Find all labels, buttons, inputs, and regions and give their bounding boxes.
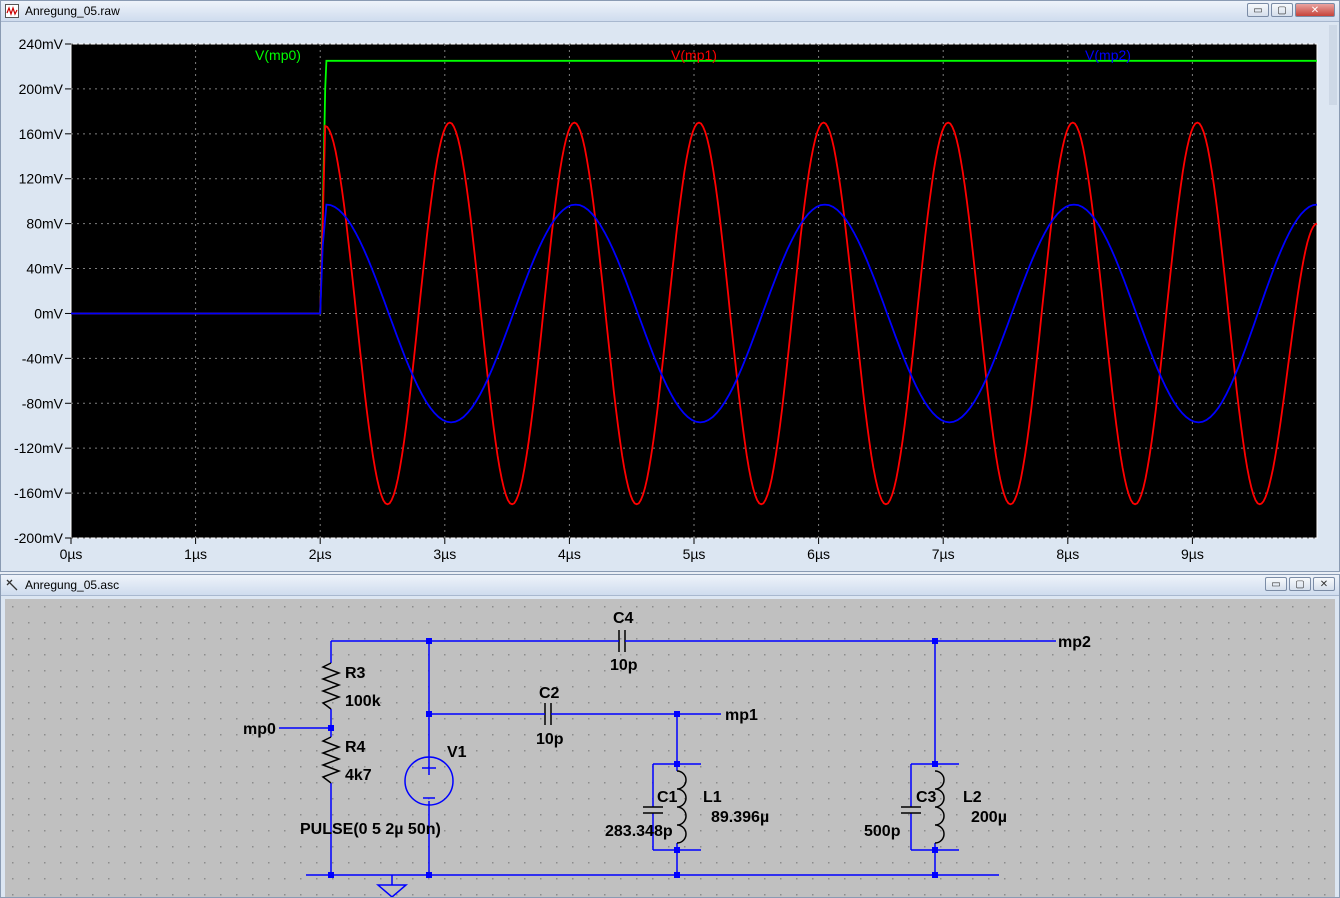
schematic-window-title: Anregung_05.asc: [25, 578, 120, 592]
net-label-mp2[interactable]: mp2: [1058, 634, 1091, 651]
waveform-window-title: Anregung_05.raw: [25, 4, 120, 18]
capacitor-c1-symbol[interactable]: [643, 806, 663, 814]
schematic-window[interactable]: Anregung_05.asc ▭ ▢ ✕: [0, 574, 1340, 898]
schematic-canvas[interactable]: mp0 mp1 mp2 R3 100k R4 4k7 V1 PULSE(0 5 …: [5, 599, 1335, 897]
x-tick-label: 6µs: [807, 546, 830, 562]
x-tick-label: 4µs: [558, 546, 581, 562]
restore-button[interactable]: ▢: [1271, 3, 1293, 17]
x-tick-label: 8µs: [1056, 546, 1079, 562]
c1-value[interactable]: 283.348p: [605, 823, 673, 840]
c2-name[interactable]: C2: [539, 685, 560, 702]
y-tick-label: 120mV: [19, 171, 64, 187]
r4-value[interactable]: 4k7: [345, 767, 372, 784]
r3-value[interactable]: 100k: [345, 693, 381, 710]
inductor-l1-symbol[interactable]: [676, 770, 687, 844]
c3-name[interactable]: C3: [916, 789, 937, 806]
y-tick-label: -160mV: [14, 485, 64, 501]
junction-dots: [328, 638, 938, 878]
waveform-titlebar[interactable]: Anregung_05.raw ▭ ▢ ✕: [1, 1, 1339, 22]
y-tick-label: 80mV: [26, 216, 63, 232]
resistor-r3-symbol[interactable]: [320, 662, 342, 710]
waveform-plot[interactable]: 240mV 200mV 160mV 120mV 80mV 40mV 0mV -40mV -80m…: [1, 22, 1339, 571]
legend-entry[interactable]: V(mp2): [1085, 47, 1131, 63]
c4-value[interactable]: 10p: [610, 657, 638, 674]
x-axis-ticks: 0µs 1µs 2µs 3µs 4µs 5µs 6µs 7µs 8µs 9µs: [60, 538, 1204, 562]
y-tick-label: -40mV: [22, 350, 64, 366]
minimize-button[interactable]: ▭: [1247, 3, 1269, 17]
y-tick-label: 160mV: [19, 126, 64, 142]
capacitor-c4-symbol[interactable]: [613, 630, 631, 652]
x-tick-label: 9µs: [1181, 546, 1204, 562]
y-tick-label: -200mV: [14, 530, 64, 546]
restore-button[interactable]: ▢: [1289, 577, 1311, 591]
legend-entry[interactable]: V(mp1): [671, 47, 717, 63]
minimize-button[interactable]: ▭: [1265, 577, 1287, 591]
y-tick-label: 240mV: [19, 36, 64, 52]
close-button[interactable]: ✕: [1313, 577, 1335, 591]
x-tick-label: 3µs: [433, 546, 456, 562]
x-tick-label: 5µs: [683, 546, 706, 562]
y-tick-label: 40mV: [26, 261, 63, 277]
resistor-r4-symbol[interactable]: [320, 736, 342, 784]
l2-value[interactable]: 200µ: [971, 809, 1007, 826]
y-tick-label: -80mV: [22, 395, 64, 411]
capacitor-c2-symbol[interactable]: [542, 703, 554, 725]
net-label-mp1[interactable]: mp1: [725, 707, 758, 724]
x-tick-label: 7µs: [932, 546, 955, 562]
close-button[interactable]: ✕: [1295, 3, 1335, 17]
r4-name[interactable]: R4: [345, 739, 366, 756]
trace-v-mp1[interactable]: [71, 121, 1318, 506]
v1-value[interactable]: PULSE(0 5 2µ 50n): [300, 821, 441, 838]
v1-name[interactable]: V1: [447, 744, 467, 761]
schematic-app-icon: [6, 579, 18, 591]
l1-value[interactable]: 89.396µ: [711, 809, 769, 826]
x-tick-label: 2µs: [309, 546, 332, 562]
c4-name[interactable]: C4: [613, 610, 634, 627]
c1-name[interactable]: C1: [657, 789, 678, 806]
schematic-titlebar[interactable]: Anregung_05.asc ▭ ▢ ✕: [1, 575, 1339, 596]
net-label-mp0[interactable]: mp0: [243, 721, 276, 738]
trace-v-mp2[interactable]: [71, 203, 1318, 424]
voltage-source-v1-symbol[interactable]: [404, 756, 454, 806]
r3-name[interactable]: R3: [345, 665, 366, 682]
l1-name[interactable]: L1: [703, 789, 722, 806]
capacitor-c3-symbol[interactable]: [901, 806, 921, 814]
c3-value[interactable]: 500p: [864, 823, 901, 840]
ground-icon[interactable]: [375, 875, 409, 897]
x-tick-label: 0µs: [60, 546, 83, 562]
traces: [71, 59, 1318, 506]
x-tick-label: 1µs: [184, 546, 207, 562]
y-tick-label: -120mV: [14, 440, 64, 456]
y-tick-label: 0mV: [34, 305, 63, 321]
legend[interactable]: V(mp0) V(mp1) V(mp2): [255, 47, 1131, 63]
inductor-l2-symbol[interactable]: [934, 770, 945, 844]
vertical-scrollbar[interactable]: [1329, 25, 1337, 105]
y-tick-label: 200mV: [19, 81, 64, 97]
y-axis-ticks: 240mV 200mV 160mV 120mV 80mV 40mV 0mV -40mV -80m…: [14, 36, 71, 546]
legend-entry[interactable]: V(mp0): [255, 47, 301, 63]
l2-name[interactable]: L2: [963, 789, 982, 806]
waveform-window[interactable]: Anregung_05.raw ▭ ▢ ✕ 240mV 200mV 160mV 120…: [0, 0, 1340, 572]
waveform-app-icon: [5, 4, 19, 18]
c2-value[interactable]: 10p: [536, 731, 564, 748]
